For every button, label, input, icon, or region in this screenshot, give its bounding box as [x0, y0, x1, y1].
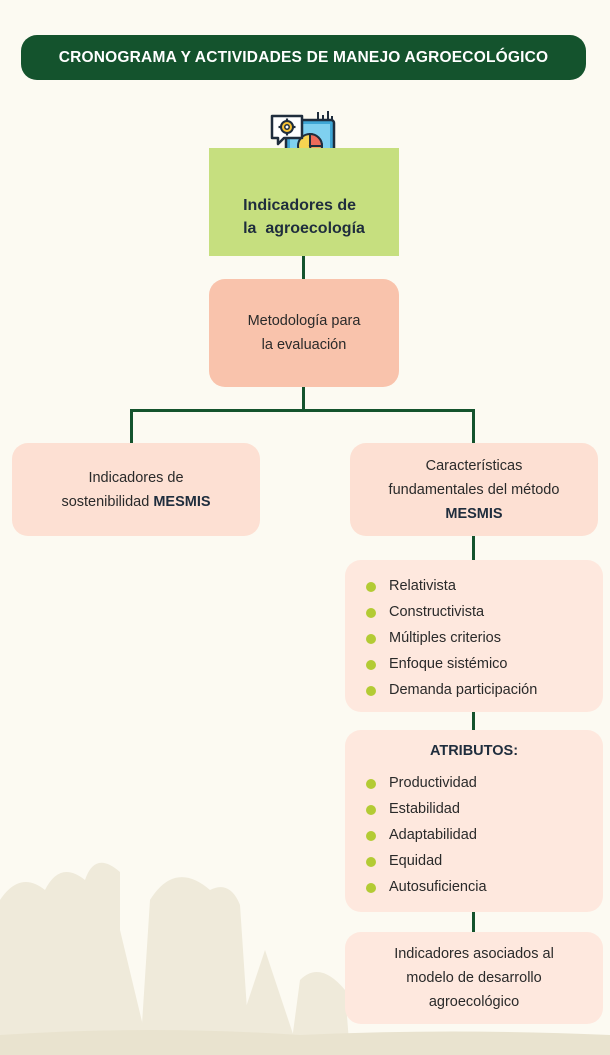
- bullet-dot-icon: [366, 634, 376, 644]
- connector-right-to-characteristics: [472, 536, 475, 560]
- connector-attributes-to-final: [472, 912, 475, 932]
- bullet-dot-icon: [366, 883, 376, 893]
- bullet-dot-icon: [366, 660, 376, 670]
- list-item: Demanda participación: [345, 677, 603, 703]
- list-item-label: Múltiples criterios: [389, 630, 501, 646]
- methodology-line2: la evaluación: [261, 337, 347, 353]
- right-node-mesmis: MESMIS: [445, 505, 503, 522]
- list-item: Equidad: [345, 848, 603, 874]
- agroecological-model-indicators-node: Indicadores asociados al modelo de desar…: [345, 932, 603, 1024]
- connector-characteristics-to-attributes: [472, 712, 475, 730]
- characteristics-list-box: Relativista Constructivista Múltiples cr…: [345, 560, 603, 712]
- final-node-line3: agroecológico: [428, 994, 520, 1010]
- right-node-line2: fundamentales del método: [388, 481, 560, 498]
- list-item-label: Relativista: [389, 578, 456, 594]
- list-item-label: Demanda participación: [389, 682, 538, 698]
- methodology-node: Metodología para la evaluación: [209, 279, 399, 387]
- final-node-line1: Indicadores asociados al: [394, 946, 554, 962]
- characteristics-list: Relativista Constructivista Múltiples cr…: [345, 573, 603, 703]
- bullet-dot-icon: [366, 686, 376, 696]
- list-item: Múltiples criterios: [345, 625, 603, 651]
- connector-to-left-node: [130, 409, 133, 443]
- list-item: Productividad: [345, 770, 603, 796]
- left-node-line2-text: sostenibilidad: [61, 493, 154, 510]
- bullet-dot-icon: [366, 831, 376, 841]
- list-item: Relativista: [345, 573, 603, 599]
- list-item-label: Enfoque sistémico: [389, 656, 508, 672]
- connector-main-to-methodology: [302, 256, 305, 279]
- bullet-dot-icon: [366, 857, 376, 867]
- main-node-agroecology-indicators: Indicadores de la agroecología: [209, 148, 399, 256]
- bullet-dot-icon: [366, 582, 376, 592]
- final-node-line2: modelo de desarrollo: [406, 970, 542, 986]
- list-item-label: Autosuficiencia: [389, 879, 487, 895]
- left-node-line2: sostenibilidad MESMIS: [61, 490, 210, 514]
- right-node-line3: MESMIS: [445, 502, 502, 526]
- bullet-dot-icon: [366, 805, 376, 815]
- left-node-mesmis: MESMIS: [153, 493, 211, 510]
- connector-to-right-node: [472, 409, 475, 443]
- list-item-label: Constructivista: [389, 604, 485, 620]
- methodology-line1: Metodología para: [247, 313, 361, 329]
- list-item-label: Productividad: [389, 775, 477, 791]
- list-item: Estabilidad: [345, 796, 603, 822]
- bullet-dot-icon: [366, 608, 376, 618]
- list-item-label: Adaptabilidad: [389, 827, 477, 843]
- attributes-list: Productividad Estabilidad Adaptabilidad …: [345, 770, 603, 900]
- connector-methodology-down: [302, 387, 305, 411]
- right-node-line1: Características: [425, 457, 523, 474]
- main-node-line1: Indicadores de: [243, 197, 357, 214]
- list-item: Adaptabilidad: [345, 822, 603, 848]
- list-item-label: Equidad: [389, 853, 443, 869]
- bullet-dot-icon: [366, 779, 376, 789]
- list-item: Constructivista: [345, 599, 603, 625]
- connector-horizontal-branch: [130, 409, 475, 412]
- mesmis-characteristics-node: Características fundamentales del método…: [350, 443, 598, 536]
- sustainability-indicators-node: Indicadores de sostenibilidad MESMIS: [12, 443, 260, 536]
- attributes-list-box: ATRIBUTOS: Productividad Estabilidad Ada…: [345, 730, 603, 912]
- list-item-label: Estabilidad: [389, 801, 460, 817]
- list-item: Enfoque sistémico: [345, 651, 603, 677]
- main-node-line2: la agroecología: [243, 220, 365, 237]
- page-title: CRONOGRAMA Y ACTIVIDADES DE MANEJO AGROE…: [21, 35, 586, 80]
- list-item: Autosuficiencia: [345, 874, 603, 900]
- left-node-line1: Indicadores de: [88, 469, 184, 486]
- attributes-heading: ATRIBUTOS:: [429, 743, 519, 759]
